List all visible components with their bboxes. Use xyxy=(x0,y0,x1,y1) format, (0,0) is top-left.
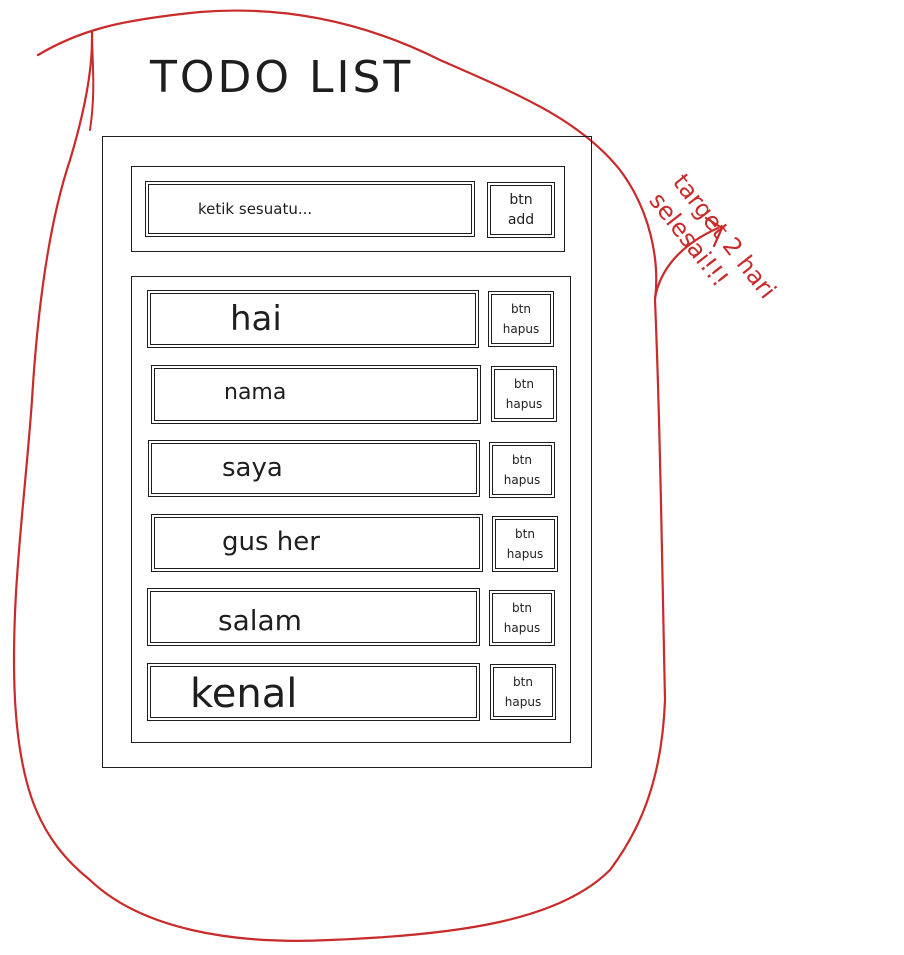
list-item xyxy=(151,365,481,424)
page-title: TODO LIST xyxy=(150,52,414,103)
input-row xyxy=(131,166,565,252)
annotation-arrow xyxy=(653,226,720,300)
add-button[interactable]: btn add xyxy=(487,182,555,238)
todo-card xyxy=(102,136,592,768)
list-item-text: gus her xyxy=(222,527,320,557)
list-item-text: salam xyxy=(218,604,302,637)
delete-button[interactable]: btn hapus xyxy=(488,291,554,347)
delete-button[interactable]: btn hapus xyxy=(489,590,555,646)
list-item xyxy=(147,588,480,646)
list-item xyxy=(151,514,483,572)
todo-list xyxy=(131,276,571,743)
red-outline-blob xyxy=(12,9,667,942)
delete-button[interactable]: btn hapus xyxy=(492,516,558,572)
todo-input[interactable]: ketik sesuatu... xyxy=(145,181,475,237)
delete-button[interactable]: btn hapus xyxy=(489,442,555,498)
delete-button[interactable]: btn hapus xyxy=(491,366,557,422)
annotation-arrowhead xyxy=(704,216,724,248)
list-item-text: saya xyxy=(222,453,283,483)
list-item xyxy=(147,290,479,348)
list-item xyxy=(148,440,480,497)
red-outline-tick xyxy=(89,31,95,131)
list-item-text: hai xyxy=(230,299,282,339)
list-item-text: nama xyxy=(224,380,287,405)
delete-button[interactable]: btn hapus xyxy=(490,664,556,720)
list-item-text: kenal xyxy=(190,671,298,717)
list-item xyxy=(147,663,480,721)
